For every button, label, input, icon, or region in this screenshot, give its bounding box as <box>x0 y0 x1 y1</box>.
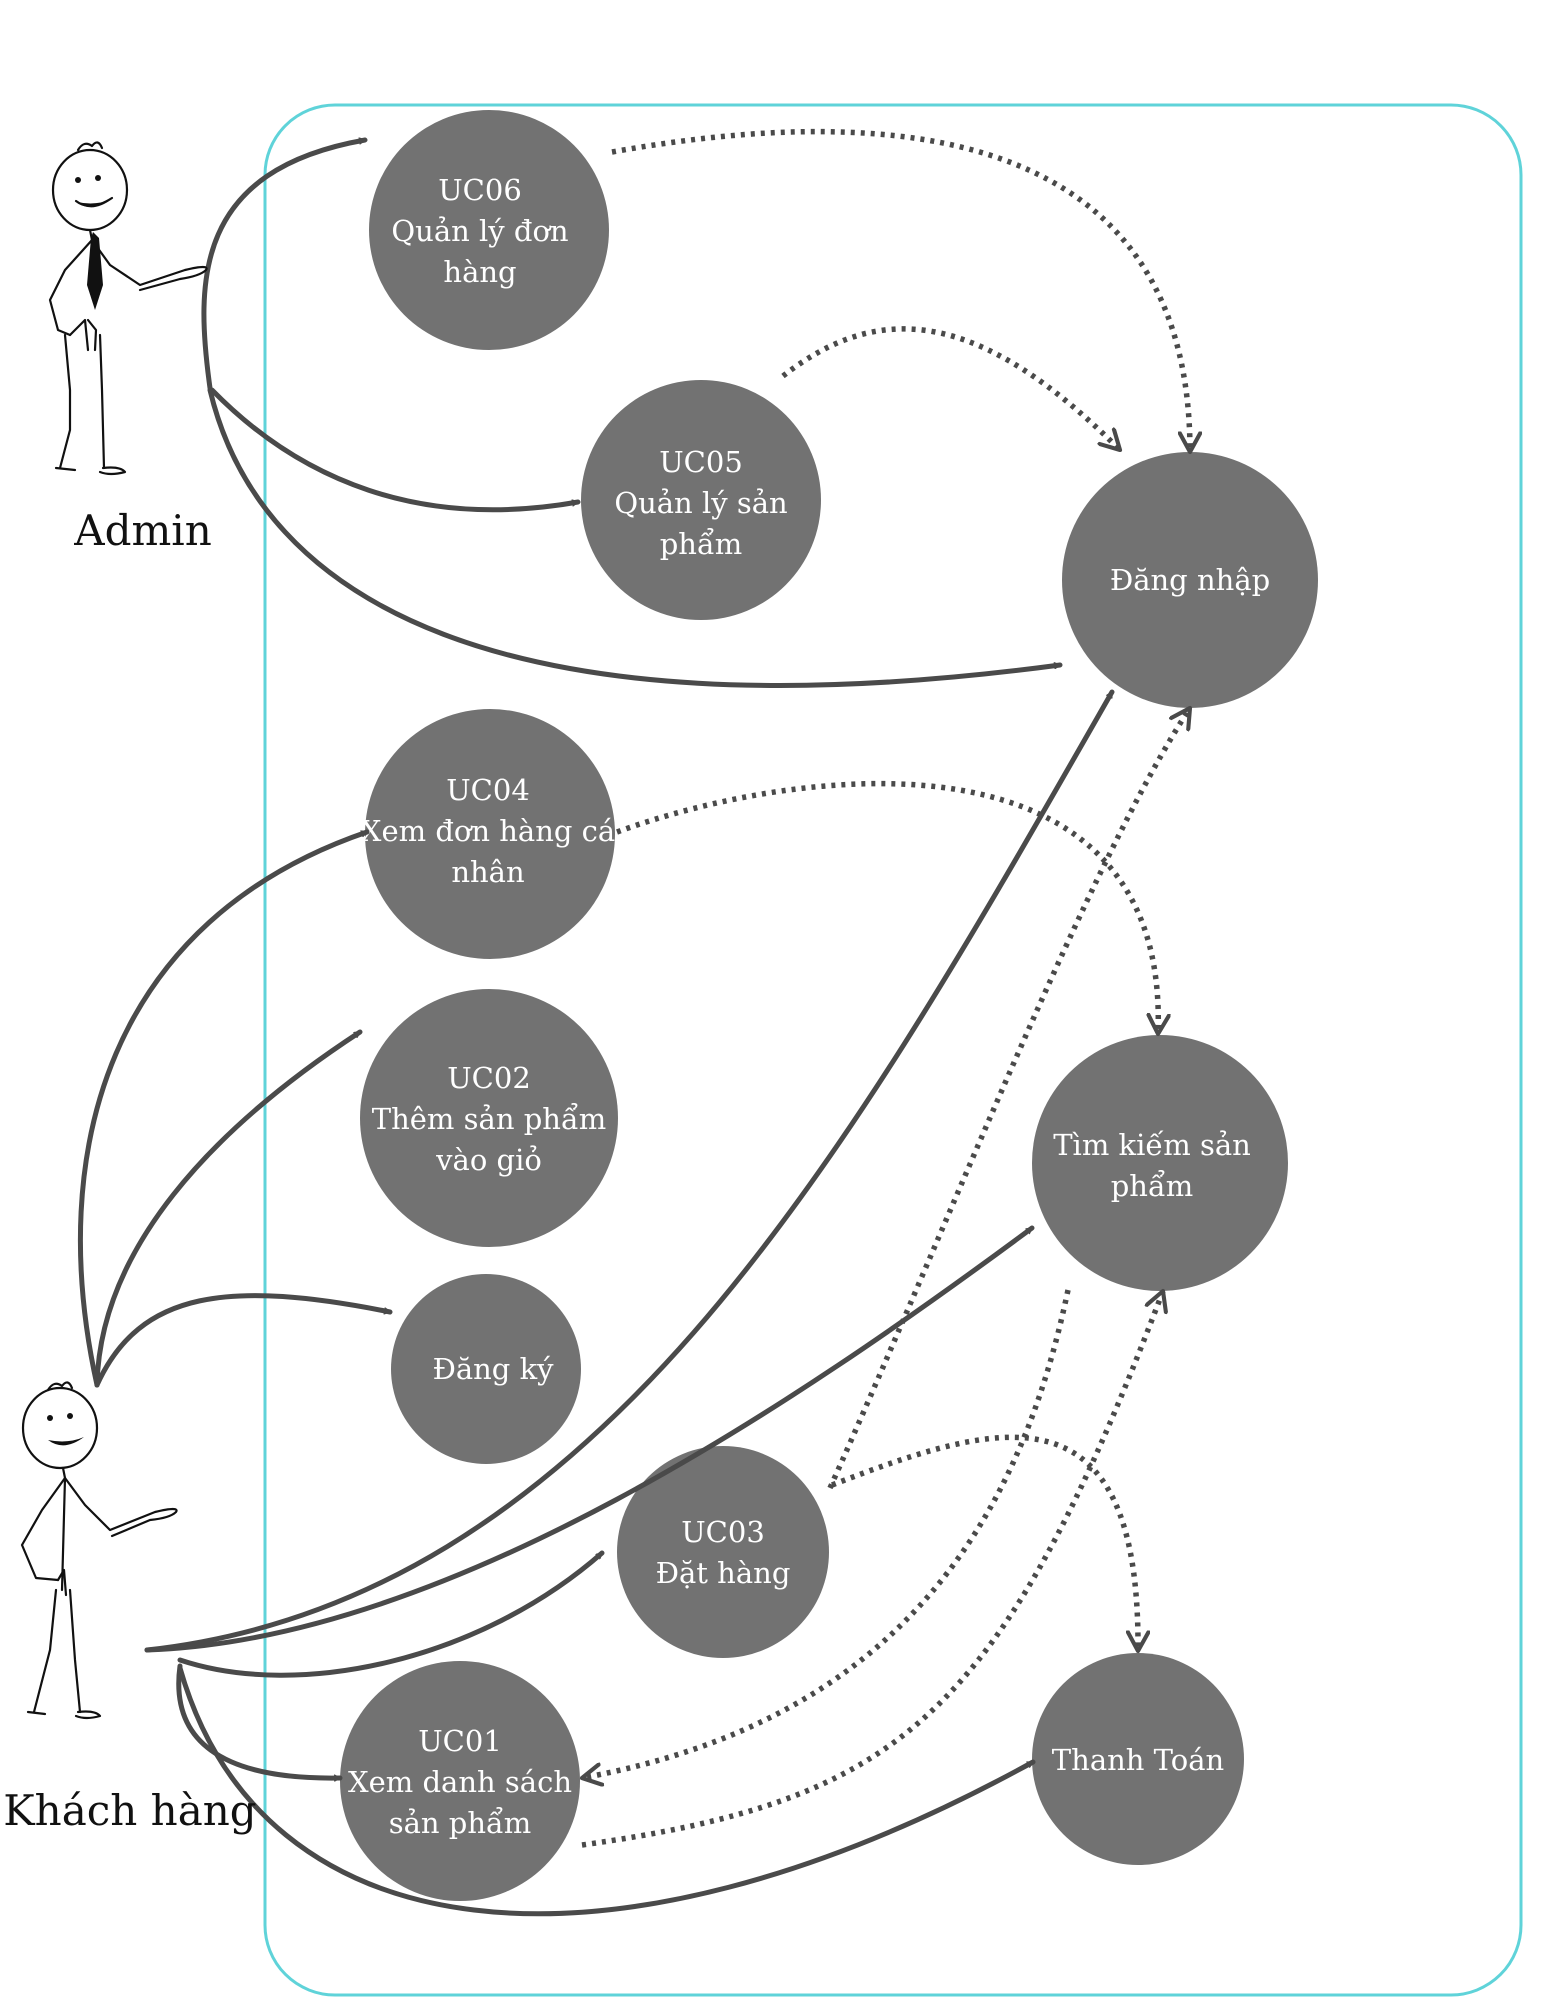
uc-label-line: UC03 <box>681 1515 765 1549</box>
uc-label-line: sản phẩm <box>389 1805 532 1840</box>
uc-label-line: Quản lý đơn <box>391 214 568 248</box>
uc-label-line: Đăng ký <box>432 1352 554 1386</box>
uc-label-line: UC05 <box>659 445 743 479</box>
uc-label-line: vào giỏ <box>435 1143 542 1177</box>
svg-text:Thanh Toán: Thanh Toán <box>1052 1743 1224 1777</box>
uc-label-line: Tìm kiếm sản <box>1053 1128 1251 1162</box>
uc-label-line: Xem đơn hàng cá <box>361 814 615 848</box>
uc-label-line: UC04 <box>446 773 530 807</box>
include-relations <box>582 128 1193 1848</box>
use-case-login[interactable]: Đăng nhập <box>1062 452 1318 708</box>
admin-actor-icon <box>48 141 208 476</box>
uc06-to-login <box>611 128 1190 452</box>
customer-to-search <box>144 1225 1035 1653</box>
uc-label-line: Quản lý sản <box>614 486 787 520</box>
uc-label-line: Thanh Toán <box>1052 1743 1224 1777</box>
uc04-to-search <box>616 780 1158 1034</box>
search-to-uc01 <box>582 1289 1071 1778</box>
uc03-to-login <box>827 708 1193 1490</box>
uc-label-line: Thêm sản phẩm <box>372 1101 606 1136</box>
svg-text:Đăng ký: Đăng ký <box>432 1352 554 1386</box>
customer-actor-label: Khách hàng <box>3 1786 256 1835</box>
customer-to-uc03 <box>177 1550 605 1678</box>
use-case-payment[interactable]: Thanh Toán <box>1032 1653 1244 1865</box>
uc-label-line: hàng <box>443 255 516 289</box>
customer-actor-icon <box>20 1381 178 1720</box>
uc-label-line: Đặt hàng <box>656 1556 791 1590</box>
admin-to-uc06 <box>201 140 368 391</box>
customer-to-uc01 <box>176 1663 343 1778</box>
customer-to-login <box>144 689 1115 1653</box>
system-boundary <box>263 103 1523 1997</box>
uc-label-line: nhân <box>451 855 524 889</box>
admin-to-uc05 <box>209 387 581 513</box>
uc-label-line: UC06 <box>438 173 522 207</box>
admin-actor-label: Admin <box>73 506 212 555</box>
svg-text:Đăng nhập: Đăng nhập <box>1110 563 1270 597</box>
customer-to-payment <box>177 1665 1036 1917</box>
customer-to-register <box>94 1293 393 1388</box>
uc-label-line: Xem danh sách <box>348 1765 572 1799</box>
uc-label-line: phẩm <box>660 526 743 561</box>
use-case-register[interactable]: Đăng ký <box>391 1274 581 1464</box>
uc05-to-login <box>781 326 1120 450</box>
uc-label-line: phẩm <box>1111 1168 1194 1203</box>
customer-associations <box>77 689 1115 1917</box>
admin-to-login <box>207 387 1063 688</box>
uc-label-line: UC01 <box>418 1724 502 1758</box>
customer-to-uc02 <box>94 1029 363 1388</box>
admin-associations <box>201 140 1063 688</box>
uc-label-line: Đăng nhập <box>1110 563 1270 597</box>
customer-to-uc04 <box>77 829 370 1388</box>
uc-label-line: UC02 <box>447 1061 531 1095</box>
uc03-to-payment <box>831 1434 1138 1651</box>
use-case-search[interactable]: Tìm kiếm sản phẩm <box>1032 1035 1288 1291</box>
